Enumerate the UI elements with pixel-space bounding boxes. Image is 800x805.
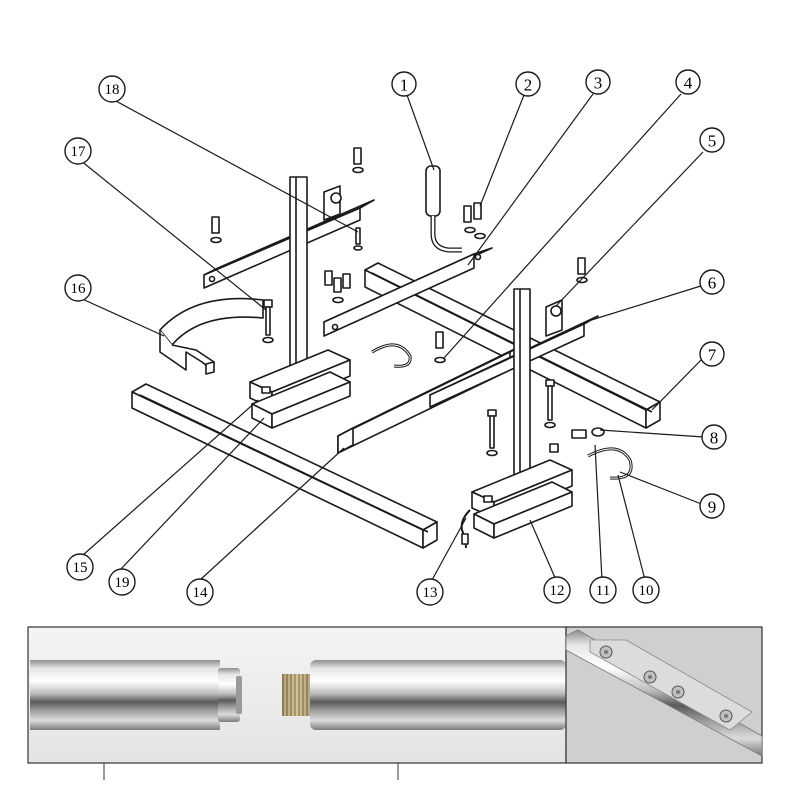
- callout-label: 13: [423, 585, 438, 601]
- photo-bolted-rail: [565, 626, 763, 764]
- callout-label: 4: [684, 74, 693, 93]
- u-bolt-center: [371, 343, 412, 368]
- callout-12: 12: [543, 576, 571, 604]
- callout-9: 9: [699, 493, 725, 519]
- callout-17: 17: [64, 137, 92, 165]
- handle-knob: [425, 165, 462, 253]
- callout-14: 14: [186, 578, 214, 606]
- callout-label: 19: [115, 575, 130, 591]
- callout-16: 16: [64, 274, 92, 302]
- callout-label: 7: [708, 346, 717, 365]
- callout-label: 16: [71, 281, 87, 297]
- rail-back-right: [364, 262, 661, 429]
- clamp-block-right: [471, 459, 573, 539]
- upright-post-left: [289, 176, 308, 386]
- cross-bar-right: [429, 315, 599, 408]
- upper-left-bracket: [203, 185, 375, 289]
- callout-label: 10: [639, 583, 654, 599]
- callout-label: 12: [550, 583, 565, 599]
- part-callouts: 1 2 3 4 5 6 7 8 9 10 11 12 13 14 15 16 1…: [64, 69, 727, 606]
- callout-label: 8: [710, 429, 719, 448]
- callout-4: 4: [675, 69, 701, 95]
- callout-13: 13: [416, 578, 444, 606]
- callout-label: 2: [524, 76, 533, 95]
- callout-label: 3: [594, 74, 603, 93]
- callout-5: 5: [699, 127, 725, 153]
- callout-label: 11: [596, 583, 610, 599]
- chain-hook: [460, 509, 471, 549]
- callout-label: 17: [71, 144, 87, 160]
- upright-post-right: [513, 288, 531, 491]
- callout-label: 6: [708, 274, 717, 293]
- callout-3: 3: [585, 69, 611, 95]
- clamp-block-left: [249, 349, 351, 429]
- callout-15: 15: [66, 553, 94, 581]
- callout-2: 2: [515, 71, 541, 97]
- rail-front-left: [131, 383, 438, 549]
- bolt-hardware: [262, 227, 556, 457]
- ring-clamp: [159, 297, 264, 375]
- callout-label: 5: [708, 132, 717, 151]
- callout-leader-lines: [79, 93, 705, 581]
- callout-8: 8: [701, 424, 727, 450]
- line-drawing: [131, 147, 661, 549]
- right-bracket: [545, 299, 563, 337]
- callout-label: 14: [193, 585, 209, 601]
- callout-19: 19: [108, 568, 136, 596]
- callout-label: 15: [73, 560, 88, 576]
- top-plate-bar: [323, 247, 493, 337]
- callout-label: 9: [708, 498, 717, 517]
- photo-threaded-tube-joint: [27, 626, 567, 780]
- photo-strip: [27, 626, 763, 780]
- callout-7: 7: [699, 341, 725, 367]
- standoff-nuts: [210, 147, 605, 453]
- callout-10: 10: [632, 576, 660, 604]
- callout-11: 11: [589, 576, 617, 604]
- u-bolt-right: [587, 447, 633, 480]
- callout-label: 1: [400, 76, 409, 95]
- callout-18: 18: [98, 75, 126, 103]
- callout-6: 6: [699, 269, 725, 295]
- callout-1: 1: [391, 71, 417, 97]
- callout-label: 18: [105, 82, 120, 98]
